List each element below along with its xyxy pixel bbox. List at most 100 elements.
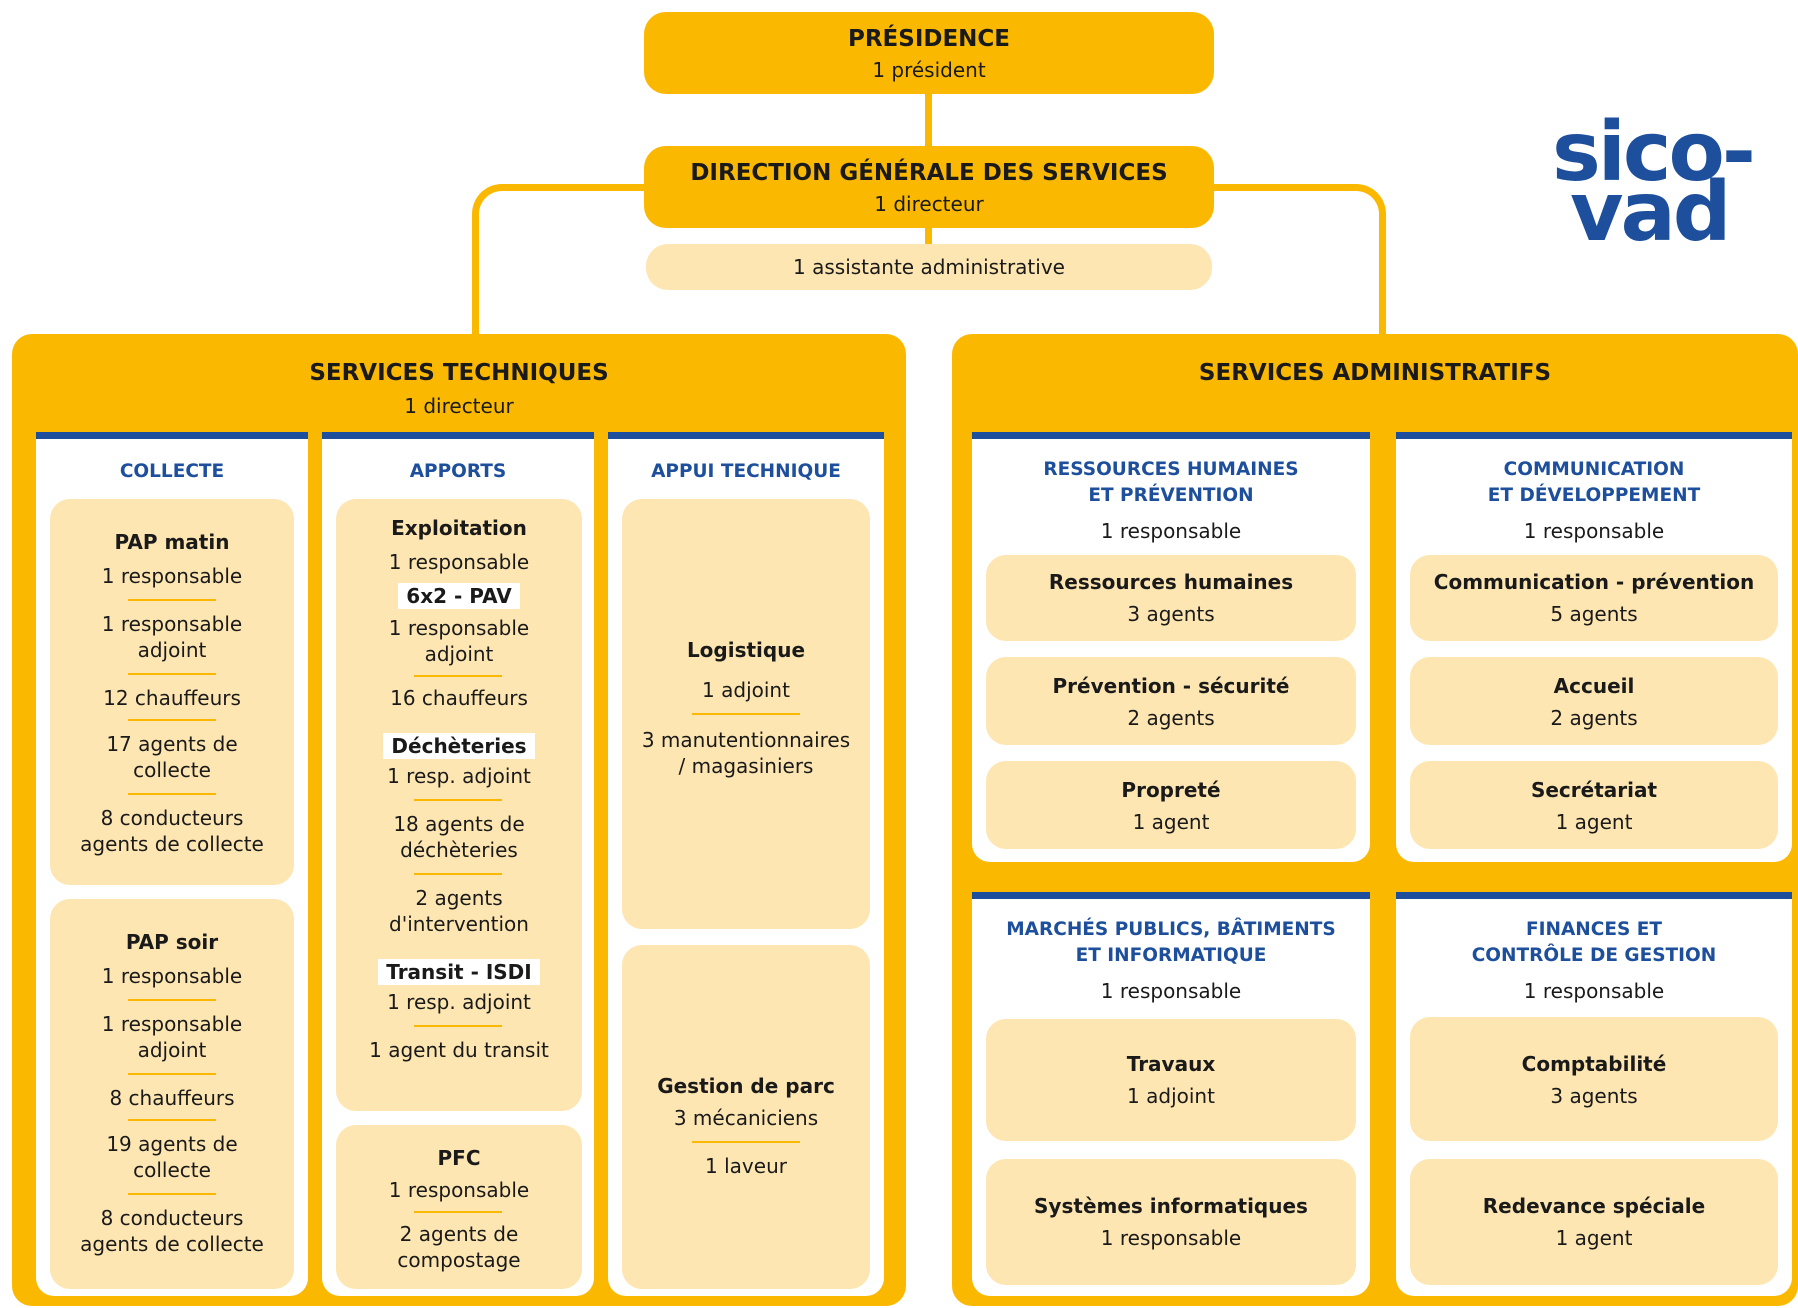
pap-soir-l4a: 19 agents de xyxy=(106,1132,238,1156)
tag-transit-isdi-row: Transit - ISDI xyxy=(336,959,582,985)
admin-title: SERVICES ADMINISTRATIFS xyxy=(1198,360,1552,386)
exploitation-l3: 16 chauffeurs xyxy=(390,686,528,710)
marches-title-1: MARCHÉS PUBLICS, BÂTIMENTS xyxy=(1006,919,1336,940)
logistique-l2a: 3 manutentionnaires xyxy=(641,728,851,752)
pap-soir-l1: 1 responsable xyxy=(101,964,243,988)
rh-card-2: Prévention - sécurité 2 agents xyxy=(986,657,1356,745)
rh-card-2-value: 2 agents xyxy=(1127,706,1215,730)
finances-card-2-value: 1 agent xyxy=(1555,1226,1633,1250)
logo-line-1: sico- xyxy=(1552,105,1756,200)
marches-title-2: ET INFORMATIQUE xyxy=(1075,945,1267,966)
pap-matin-l4a: 17 agents de xyxy=(106,732,238,756)
logistique-l1: 1 adjoint xyxy=(702,678,790,702)
presidence-title: PRÉSIDENCE xyxy=(847,26,1011,52)
separator xyxy=(414,675,502,677)
rh-card-3-value: 1 agent xyxy=(1132,810,1210,834)
com-sub: 1 responsable xyxy=(1523,519,1665,543)
exploitation-l5b: déchèteries xyxy=(400,838,518,862)
separator xyxy=(128,673,216,675)
marches-column: MARCHÉS PUBLICS, BÂTIMENTS ET INFORMATIQ… xyxy=(972,892,1370,1296)
separator xyxy=(128,1073,216,1075)
tag-decheteries-row: Déchèteries xyxy=(336,733,582,759)
exploitation-l1: 1 responsable xyxy=(388,550,530,574)
exploitation-card: Exploitation 1 responsable 6x2 - PAV 1 r… xyxy=(336,499,582,1111)
separator xyxy=(128,1119,216,1121)
com-card-1-value: 5 agents xyxy=(1550,602,1638,626)
pap-soir-l5b: agents de collecte xyxy=(80,1232,264,1256)
collecte-title: COLLECTE xyxy=(119,461,225,482)
tag-transit-isdi: Transit - ISDI xyxy=(378,959,540,985)
finances-title-1: FINANCES ET xyxy=(1525,919,1663,940)
separator xyxy=(414,873,502,875)
marches-card-1-title: Travaux xyxy=(1126,1052,1216,1076)
logistique-l2b: / magasiniers xyxy=(678,754,814,778)
marches-card-1-value: 1 adjoint xyxy=(1127,1084,1215,1108)
separator xyxy=(414,1211,502,1213)
pap-matin-l1: 1 responsable xyxy=(101,564,243,588)
rh-title-2: ET PRÉVENTION xyxy=(1088,485,1254,506)
marches-card-2: Systèmes informatiques 1 responsable xyxy=(986,1159,1356,1285)
com-title-1: COMMUNICATION xyxy=(1503,459,1685,480)
finances-sub: 1 responsable xyxy=(1523,979,1665,1003)
connector-dgs-admin xyxy=(1200,184,1386,344)
rh-column: RESSOURCES HUMAINES ET PRÉVENTION 1 resp… xyxy=(972,432,1370,862)
pap-soir-card: PAP soir 1 responsable 1 responsable adj… xyxy=(50,899,294,1289)
services-techniques-panel: SERVICES TECHNIQUES 1 directeur COLLECTE… xyxy=(12,334,906,1306)
pap-matin-l2a: 1 responsable xyxy=(101,612,243,636)
separator xyxy=(128,1193,216,1195)
pap-matin-l5a: 8 conducteurs xyxy=(100,806,244,830)
marches-sub: 1 responsable xyxy=(1100,979,1242,1003)
finances-card-2: Redevance spéciale 1 agent xyxy=(1410,1159,1778,1285)
connector-presidence-dgs xyxy=(925,92,932,154)
connector-dgs-tech xyxy=(472,184,652,344)
com-card-2-title: Accueil xyxy=(1553,674,1635,698)
dgs-title: DIRECTION GÉNÉRALE DES SERVICES xyxy=(690,160,1168,186)
appui-technique-column: APPUI TECHNIQUE Logistique 1 adjoint 3 m… xyxy=(608,432,884,1296)
gestion-parc-card: Gestion de parc 3 mécaniciens 1 laveur xyxy=(622,945,870,1289)
pap-soir-l2b: adjoint xyxy=(137,1038,207,1062)
apports-title: APPORTS xyxy=(409,461,507,482)
com-card-3: Secrétariat 1 agent xyxy=(1410,761,1778,849)
separator xyxy=(128,719,216,721)
com-card-1: Communication - prévention 5 agents xyxy=(1410,555,1778,641)
sicovad-logo: sico- vad xyxy=(1552,105,1792,254)
separator xyxy=(692,1141,800,1143)
appui-title: APPUI TECHNIQUE xyxy=(651,461,841,482)
connector-dgs-assistant xyxy=(925,226,932,244)
exploitation-l7: 1 resp. adjoint xyxy=(387,990,531,1014)
exploitation-l4: 1 resp. adjoint xyxy=(387,764,531,788)
collecte-column: COLLECTE PAP matin 1 responsable 1 respo… xyxy=(36,432,308,1296)
pfc-card: PFC 1 responsable 2 agents de compostage xyxy=(336,1125,582,1289)
exploitation-l5a: 18 agents de xyxy=(393,812,525,836)
pap-soir-title: PAP soir xyxy=(125,930,219,954)
com-card-2: Accueil 2 agents xyxy=(1410,657,1778,745)
exploitation-title: Exploitation xyxy=(391,516,527,540)
finances-card-2-title: Redevance spéciale xyxy=(1482,1194,1706,1218)
exploitation-l6b: d'intervention xyxy=(389,912,529,936)
exploitation-l2a: 1 responsable xyxy=(388,616,530,640)
rh-card-1-title: Ressources humaines xyxy=(1048,570,1294,594)
pap-matin-l3: 12 chauffeurs xyxy=(103,686,241,710)
exploitation-l8: 1 agent du transit xyxy=(369,1038,549,1062)
finances-card-1-value: 3 agents xyxy=(1550,1084,1638,1108)
rh-title-1: RESSOURCES HUMAINES xyxy=(1043,459,1299,480)
pap-matin-l2b: adjoint xyxy=(137,638,207,662)
pfc-l2b: compostage xyxy=(397,1248,521,1272)
separator xyxy=(692,713,800,715)
tag-decheteries: Déchèteries xyxy=(383,733,535,759)
marches-card-2-value: 1 responsable xyxy=(1100,1226,1242,1250)
tag-6x2-pav: 6x2 - PAV xyxy=(398,583,520,609)
rh-card-2-title: Prévention - sécurité xyxy=(1052,674,1290,698)
communication-column: COMMUNICATION ET DÉVELOPPEMENT 1 respons… xyxy=(1396,432,1792,862)
finances-card-1: Comptabilité 3 agents xyxy=(1410,1017,1778,1141)
rh-card-3: Propreté 1 agent xyxy=(986,761,1356,849)
separator xyxy=(128,999,216,1001)
separator xyxy=(414,1025,502,1027)
rh-card-1-value: 3 agents xyxy=(1127,602,1215,626)
finances-card-1-title: Comptabilité xyxy=(1521,1052,1667,1076)
services-administratifs-panel: SERVICES ADMINISTRATIFS RESSOURCES HUMAI… xyxy=(952,334,1798,1306)
pfc-title: PFC xyxy=(437,1146,481,1170)
finances-column: FINANCES ET CONTRÔLE DE GESTION 1 respon… xyxy=(1396,892,1792,1296)
pap-matin-card: PAP matin 1 responsable 1 responsable ad… xyxy=(50,499,294,885)
dgs-box: DIRECTION GÉNÉRALE DES SERVICES 1 direct… xyxy=(644,146,1214,228)
